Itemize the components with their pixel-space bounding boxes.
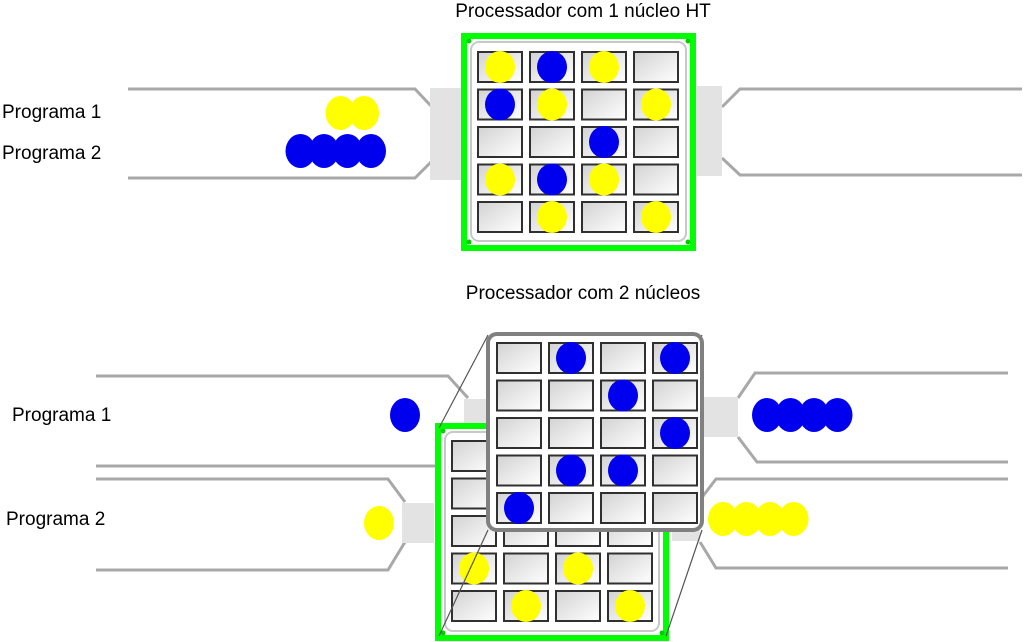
programa-2-instruction — [504, 492, 534, 524]
programa-1-instruction — [589, 163, 619, 196]
programa-1-instruction — [485, 163, 515, 196]
core-slot — [503, 552, 549, 585]
programa-1-instruction — [778, 502, 809, 536]
input-programa-2-bottom — [364, 506, 394, 540]
programa-2-instruction — [485, 88, 515, 121]
core-slot — [451, 590, 497, 622]
core-slot — [607, 552, 653, 585]
core-slot — [652, 454, 698, 487]
programa-1-instruction — [537, 201, 567, 233]
programa-2-instruction — [309, 134, 339, 168]
programa-2-instruction — [822, 398, 853, 432]
core-slot — [496, 379, 542, 412]
core-slot — [581, 88, 627, 121]
core-slot — [529, 126, 575, 158]
core-slot — [548, 492, 594, 524]
core-slot — [548, 379, 594, 412]
programa-1-instruction — [459, 552, 489, 585]
core-slot — [652, 379, 698, 412]
programa-2-instruction — [332, 134, 363, 168]
programa-2-instruction — [556, 454, 586, 487]
programa-1-instruction — [641, 201, 671, 233]
programa-1-instruction — [349, 96, 379, 130]
programa-2-instruction — [556, 342, 586, 374]
programa-2-instruction — [660, 342, 690, 374]
output-programa-1-bottom — [752, 398, 853, 432]
connector-right-p1 — [700, 397, 738, 437]
programa-2-instruction — [285, 134, 316, 168]
core-slot — [496, 454, 542, 487]
core-slot — [496, 342, 542, 374]
core-slot — [477, 201, 523, 233]
programa-2-instruction — [537, 51, 567, 83]
label-programa-1-bottom: Programa 1 — [12, 405, 111, 426]
programa-1-instruction — [325, 96, 356, 130]
programa-2-instruction — [752, 398, 782, 432]
core-slot — [548, 417, 594, 449]
input-programa-1-bottom — [390, 398, 420, 432]
output-programa-2-bottom — [708, 502, 809, 536]
connector-right-top — [692, 86, 722, 176]
programa-1-instruction — [615, 590, 645, 622]
programa-2-instruction — [775, 398, 806, 432]
label-programa-2-bottom: Programa 2 — [6, 509, 105, 530]
programa-2-instruction — [608, 379, 638, 412]
label-programa-2-top: Programa 2 — [2, 143, 101, 164]
connector-left-top — [430, 88, 462, 180]
front-core-grid — [496, 342, 698, 524]
core-slot — [633, 163, 679, 196]
programa-1-instruction — [563, 552, 593, 585]
programa-2-instruction — [356, 134, 386, 168]
ht-core-grid — [477, 51, 679, 233]
title-bottom: Processador com 2 núcleos — [466, 283, 700, 304]
core-slot — [633, 126, 679, 158]
programa-1-instruction — [364, 506, 394, 540]
core-slot — [581, 201, 627, 233]
programa-2-instruction — [608, 454, 638, 487]
core-slot — [496, 417, 542, 449]
chip-ht — [461, 33, 696, 251]
programa-2-instruction — [589, 126, 619, 158]
output-pipes-bottom — [698, 371, 1008, 570]
core-slot — [477, 126, 523, 158]
input-pipe-top — [128, 87, 434, 180]
chip-core-front — [486, 332, 704, 532]
programa-1-instruction — [708, 502, 738, 536]
programa-2-instruction — [660, 417, 690, 449]
core-slot — [633, 51, 679, 83]
programa-1-instruction — [755, 502, 785, 536]
programa-2-instruction — [799, 398, 829, 432]
core-slot — [555, 590, 601, 622]
programa-1-instruction — [731, 502, 762, 536]
core-slot — [600, 342, 646, 374]
programa-1-instruction — [511, 590, 541, 622]
output-pipe-top — [720, 87, 1022, 177]
title-top: Processador com 1 núcleo HT — [455, 1, 711, 22]
queue-programa-1-top — [325, 96, 379, 130]
core-slot — [652, 492, 698, 524]
label-programa-1-top: Programa 1 — [2, 102, 101, 123]
programa-2-instruction — [537, 163, 567, 196]
core-slot — [600, 492, 646, 524]
programa-1-instruction — [537, 88, 567, 121]
programa-1-instruction — [641, 88, 671, 121]
core-slot — [600, 417, 646, 449]
queue-programa-2-top — [285, 134, 386, 168]
programa-1-instruction — [589, 51, 619, 83]
programa-1-instruction — [485, 51, 515, 83]
programa-2-instruction — [390, 398, 420, 432]
connector-left-p2 — [402, 503, 434, 543]
